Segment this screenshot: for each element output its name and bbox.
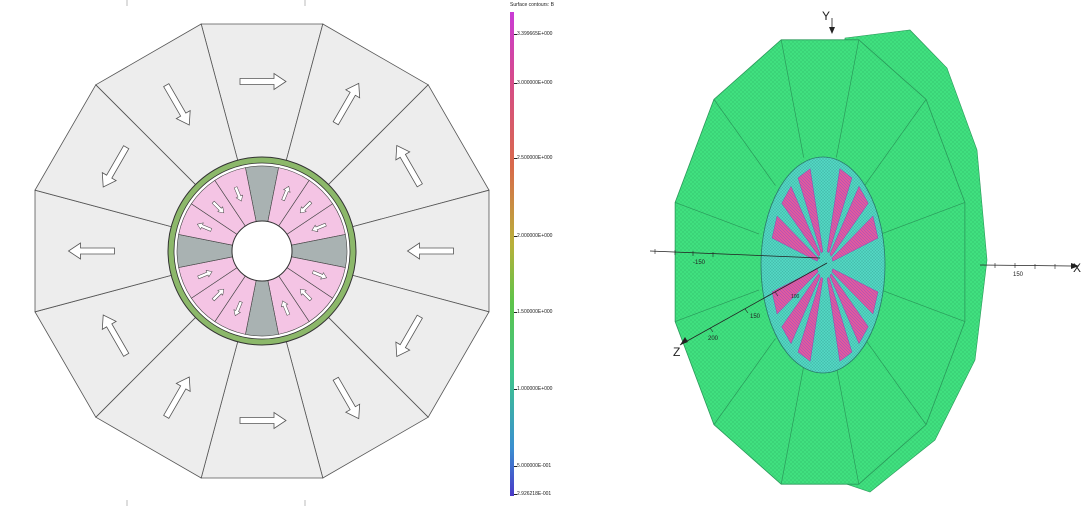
y-axis-label: Y xyxy=(822,9,830,23)
legend-label: 5.000000E-001 xyxy=(517,463,552,469)
rotor-arrow-icon xyxy=(281,185,291,202)
rotor-arrow-icon xyxy=(299,288,313,302)
legend-tick xyxy=(514,83,517,84)
legend-tick xyxy=(514,389,517,390)
z-tick-100-label: 100 xyxy=(791,294,800,300)
x-axis-label: X xyxy=(1073,261,1081,275)
x-axis-pos xyxy=(979,264,1072,267)
rotor-arrow-icon xyxy=(311,222,327,233)
segment-edge xyxy=(864,99,927,186)
magnetization-arrow-icon xyxy=(163,83,191,126)
rotor-magnet-3d xyxy=(829,185,869,257)
segment-edge xyxy=(674,202,760,235)
axis-ticks xyxy=(654,249,1056,333)
z-axis xyxy=(679,262,828,346)
segment-boundary-lines xyxy=(674,39,966,485)
magnetization-arrow-icon xyxy=(67,242,115,260)
rotor-magnetization-arrows xyxy=(196,185,328,317)
segment-edge xyxy=(674,289,760,322)
rotor-magnet-3d xyxy=(797,276,824,362)
magnetization-arrow-icon xyxy=(101,314,130,357)
segment-edge xyxy=(880,289,966,322)
contour-legend: Surface contours: B 3.399665E+000 3.0000… xyxy=(505,0,595,506)
outer-magnet-segments xyxy=(34,23,490,479)
rotor-magnet-3d xyxy=(826,168,853,254)
segment-edge xyxy=(713,99,776,186)
legend-tick xyxy=(514,466,517,467)
legend-label: 1.500000E+000 xyxy=(517,309,553,315)
rotor-magnet-3d xyxy=(826,276,853,362)
magnetization-arrow-icon xyxy=(332,82,361,126)
legend-label: 2.926218E-001 xyxy=(517,491,552,497)
legend-label: 2.500000E+000 xyxy=(517,155,553,161)
segment-edge xyxy=(835,39,860,158)
legend-title: Surface contours: B xyxy=(510,2,554,8)
z-tick-150-label: 150 xyxy=(750,314,761,320)
legend-tick xyxy=(514,34,517,35)
rotor-arrow-icon xyxy=(197,269,213,280)
shaft-hole xyxy=(231,220,293,282)
legend-tick xyxy=(514,158,517,159)
rotor-magnet-3d xyxy=(831,215,879,262)
rotor-magnet-3d xyxy=(829,273,869,345)
legend-label: 2.000000E+000 xyxy=(517,233,553,239)
x-tick-pos-label: 150 xyxy=(1013,272,1024,278)
cross-section-drawing xyxy=(34,0,490,506)
magnetization-arrow-icon xyxy=(332,376,361,420)
x-axis-arrowhead xyxy=(1071,263,1079,269)
legend-tick xyxy=(514,236,517,237)
segment-edge xyxy=(713,338,776,425)
rotor-magnet-3d xyxy=(781,273,821,345)
rotor-magnet-3d xyxy=(781,185,821,257)
outer-magnetization-arrows xyxy=(67,72,454,430)
rotor-magnet-3d xyxy=(771,215,819,262)
legend-tick xyxy=(514,312,517,313)
magnetization-arrow-icon xyxy=(395,314,423,358)
z-axis-arrowhead xyxy=(680,337,688,345)
legend-color-bar xyxy=(510,12,514,496)
rotor-arrow-icon xyxy=(233,300,243,317)
legend-label: 3.399665E+000 xyxy=(517,31,553,37)
segment-edge xyxy=(880,202,966,235)
mesh-3d-drawing: Y X Z -150 150 150 200 100 xyxy=(649,9,1081,493)
rotor-arrow-icon xyxy=(311,270,328,280)
legend-label: 1.000000E+000 xyxy=(517,386,553,392)
segment-edge xyxy=(835,366,860,485)
rotor-arrow-icon xyxy=(211,200,225,214)
x-axis-neg xyxy=(649,250,821,259)
magnetization-arrow-icon xyxy=(395,144,423,188)
magnetization-arrow-icon xyxy=(101,145,130,188)
rotor-arrow-icon xyxy=(211,288,225,302)
rotor-magnet-3d xyxy=(797,168,824,254)
rotor-arrow-icon xyxy=(280,300,291,316)
z-axis-label: Z xyxy=(673,345,680,359)
magnetization-arrow-icon xyxy=(239,411,287,430)
mesh-3d-view: Y X Z -150 150 150 200 100 xyxy=(595,0,1086,506)
rotor-magnets-3d xyxy=(771,168,879,362)
legend-tick xyxy=(514,494,517,495)
segment-edge xyxy=(780,366,805,485)
rotor-magnet-3d xyxy=(831,268,879,315)
rotor-arrow-icon xyxy=(233,186,244,202)
rotor-arrow-icon xyxy=(299,200,313,214)
magnetization-arrow-icon xyxy=(163,376,191,419)
segment-edge xyxy=(780,39,805,158)
cross-section-view xyxy=(0,0,510,506)
rotor-magnet-3d xyxy=(771,268,819,315)
segment-edge xyxy=(864,338,927,425)
magnetization-arrow-icon xyxy=(406,242,454,260)
x-tick-neg-label: -150 xyxy=(693,260,706,266)
rotor-arrow-icon xyxy=(196,222,213,232)
y-axis-arrowhead xyxy=(829,27,835,34)
z-tick-200-label: 200 xyxy=(708,336,719,342)
legend-label: 3.000000E+000 xyxy=(517,80,553,86)
magnetization-arrow-icon xyxy=(239,72,287,91)
